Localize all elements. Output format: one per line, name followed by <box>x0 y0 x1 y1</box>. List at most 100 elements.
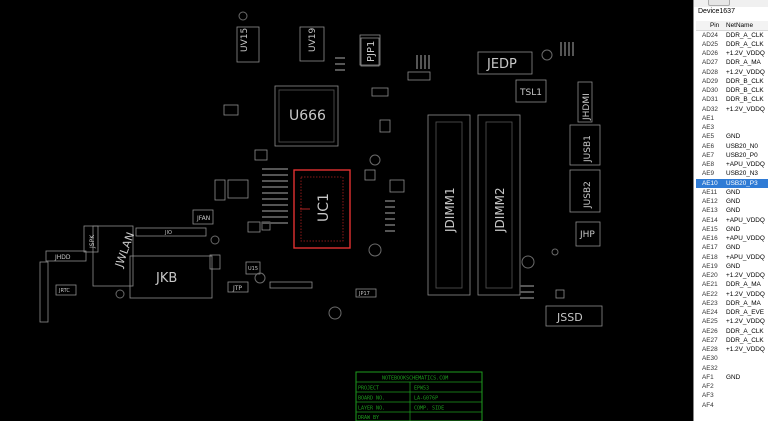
label-jhdd: JHDD <box>54 254 71 261</box>
netname-cell: DDR_A_CLK <box>726 40 764 48</box>
netname-cell: +APU_VDDQ <box>726 216 765 224</box>
uv19-outline[interactable] <box>299 26 325 62</box>
netname-cell <box>724 364 768 373</box>
table-row[interactable]: AD26+1.2V_VDDQ <box>696 49 768 58</box>
netname-cell: DDR_A_MA <box>726 299 761 307</box>
pin-cell: AE27 <box>702 336 718 344</box>
jspk-outline[interactable] <box>83 225 99 253</box>
table-row[interactable]: AE20+1.2V_VDDQ <box>696 271 768 280</box>
jedp-outline[interactable] <box>477 51 533 75</box>
board-canvas[interactable]: UV15 UV19 PJP1 U666 JEDP TSL1 JHDMI JUSB… <box>0 0 693 421</box>
u666-outline[interactable] <box>274 85 339 147</box>
jio-outline[interactable] <box>135 227 207 237</box>
jusb2-outline[interactable] <box>569 169 601 213</box>
table-row[interactable]: AE14+APU_VDDQ <box>696 216 768 225</box>
column-header-netname[interactable]: NetName <box>724 21 768 31</box>
table-row[interactable]: AE25+1.2V_VDDQ <box>696 317 768 326</box>
tsl1-outline[interactable] <box>515 79 547 103</box>
panel-toolbar <box>694 0 768 7</box>
label-uv15: UV15 <box>240 28 250 52</box>
netname-cell: +1.2V_VDDQ <box>726 290 765 298</box>
panel-button[interactable] <box>708 0 730 6</box>
table-row[interactable]: AF3 <box>696 391 768 400</box>
uv15-outline[interactable] <box>236 26 260 63</box>
label-jssd: JSSD <box>556 311 583 324</box>
jdimm1-outline[interactable] <box>427 114 471 296</box>
label-jrtc: JRTC <box>58 288 70 294</box>
table-row[interactable]: AE32 <box>696 364 768 373</box>
jdimm2-outline[interactable] <box>477 114 521 296</box>
table-row[interactable]: AD32+1.2V_VDDQ <box>696 105 768 114</box>
netname-cell: GND <box>726 373 741 381</box>
uc1-outline[interactable] <box>293 169 351 249</box>
jusb1-outline[interactable] <box>569 124 601 166</box>
table-row[interactable]: AE1 <box>696 114 768 123</box>
pin-cell: AD25 <box>702 40 718 48</box>
table-row[interactable]: AE18+APU_VDDQ <box>696 253 768 262</box>
table-row[interactable]: AE28+1.2V_VDDQ <box>696 345 768 354</box>
pin-cell: AE15 <box>702 225 718 233</box>
jfan-outline[interactable] <box>192 209 214 225</box>
pin-cell: AE21 <box>702 281 718 289</box>
jtp-outline[interactable] <box>227 281 249 293</box>
jssd-outline[interactable] <box>545 305 603 327</box>
table-row[interactable]: AD28+1.2V_VDDQ <box>696 68 768 77</box>
jkb-outline[interactable] <box>129 255 213 299</box>
table-row[interactable]: AF2 <box>696 382 768 391</box>
netname-cell: +1.2V_VDDQ <box>726 105 765 113</box>
pin-cell: AE17 <box>702 244 718 252</box>
pin-cell: AE9 <box>702 170 715 178</box>
table-row[interactable]: AE3 <box>696 123 768 132</box>
label-tsl1: TSL1 <box>519 88 542 98</box>
jhdmi-outline[interactable] <box>577 81 593 123</box>
table-row[interactable]: AE7 USB20_P0 <box>696 151 768 160</box>
table-row[interactable]: AE16+APU_VDDQ <box>696 234 768 243</box>
jwlan-outline[interactable] <box>92 225 134 287</box>
pin-cell: AE1 <box>702 114 715 122</box>
pin-cell: AE19 <box>702 262 718 270</box>
netname-cell <box>724 123 768 132</box>
label-jio: JIO <box>164 230 172 236</box>
jrtc-outline[interactable] <box>55 284 77 296</box>
pin-cell: AE24 <box>702 309 718 316</box>
table-row[interactable]: AE8+APU_VDDQ <box>696 160 768 169</box>
netname-cell: +APU_VDDQ <box>726 253 765 261</box>
jhdd-outline[interactable] <box>45 250 87 262</box>
label-jspk: JSPK <box>89 234 96 249</box>
table-row[interactable]: AD25 DDR_A_CLK <box>696 40 768 49</box>
jhp-outline[interactable] <box>575 221 601 247</box>
table-row[interactable]: AE22+1.2V_VDDQ <box>696 290 768 299</box>
u15-outline[interactable] <box>245 261 261 275</box>
column-header-pin[interactable]: Pin <box>696 21 724 31</box>
pin-cell: AF3 <box>702 392 714 400</box>
board-view[interactable]: UV15 UV19 PJP1 U666 JEDP TSL1 JHDMI JUSB… <box>0 0 693 421</box>
jp17-outline[interactable] <box>355 288 377 298</box>
netname-cell: USB20_P0 <box>726 151 758 159</box>
table-row[interactable]: AE30 <box>696 354 768 363</box>
table-row[interactable]: AF4 <box>696 401 768 410</box>
pin-cell: AE7 <box>702 151 715 159</box>
pin-cell: AD28 <box>702 68 718 76</box>
